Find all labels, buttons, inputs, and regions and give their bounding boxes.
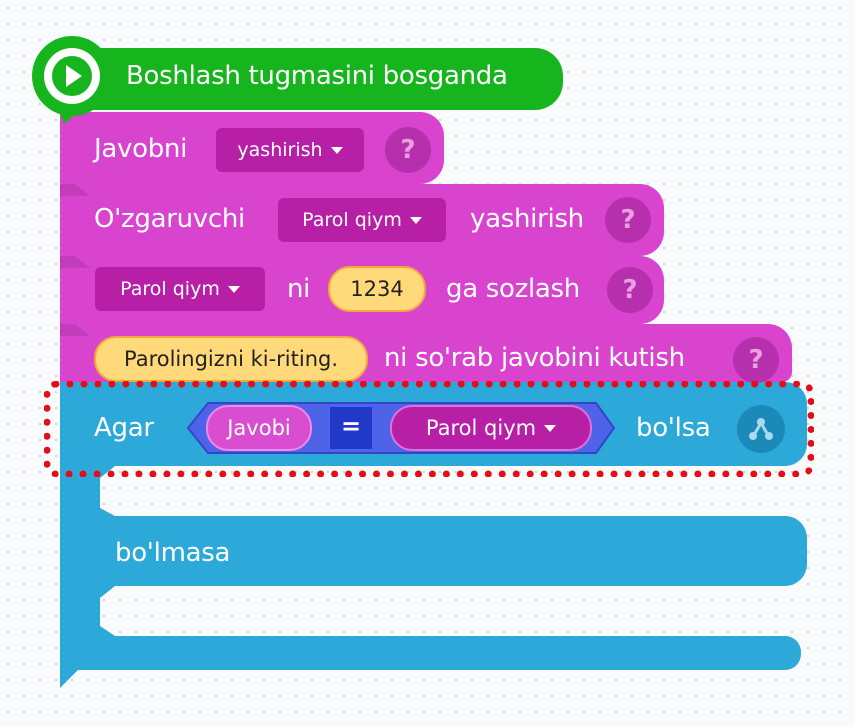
dropdown-value: Parol qiym bbox=[302, 209, 402, 231]
help-icon[interactable]: ? bbox=[607, 267, 653, 313]
branch-icon-glyph bbox=[749, 418, 773, 440]
chevron-down-icon bbox=[330, 146, 343, 154]
chevron-down-icon bbox=[409, 216, 422, 224]
prompt-input[interactable]: Parolingizni ki-riting. bbox=[94, 336, 368, 382]
hide-variable-suffix: yashirish bbox=[470, 204, 584, 234]
variable-dropdown[interactable]: Parol qiym bbox=[95, 267, 265, 311]
hide-answer-label: Javobni bbox=[94, 134, 188, 164]
chevron-down-icon bbox=[227, 285, 240, 293]
answer-visibility-dropdown[interactable]: yashirish bbox=[216, 128, 364, 172]
help-icon[interactable]: ? bbox=[733, 337, 779, 383]
set-variable-suffix: ga sozlash bbox=[446, 274, 580, 304]
else-label: bo'lmasa bbox=[115, 538, 231, 568]
notch bbox=[60, 324, 90, 336]
dropdown-value: Parol qiym bbox=[120, 278, 220, 300]
branch-icon[interactable] bbox=[737, 405, 785, 453]
reporter-value: Parol qiym bbox=[425, 416, 537, 440]
dropdown-value: yashirish bbox=[237, 139, 323, 161]
help-icon[interactable]: ? bbox=[605, 197, 651, 243]
variable-reporter[interactable]: Parol qiym bbox=[390, 405, 592, 451]
set-variable-mid: ni bbox=[287, 274, 311, 304]
variable-dropdown[interactable]: Parol qiym bbox=[278, 198, 446, 242]
if-block-highlight bbox=[44, 381, 814, 477]
play-icon-glyph bbox=[52, 56, 92, 96]
notch bbox=[60, 256, 90, 268]
ask-wait-suffix: ni so'rab javobini kutish bbox=[384, 343, 685, 373]
hide-variable-prefix: O'zgaruvchi bbox=[94, 204, 245, 234]
start-block bbox=[48, 48, 563, 124]
notch bbox=[60, 184, 90, 196]
play-icon[interactable] bbox=[44, 48, 100, 104]
answer-reporter[interactable]: Javobi bbox=[206, 405, 312, 451]
if-label: Agar bbox=[94, 413, 154, 443]
chevron-down-icon bbox=[544, 424, 557, 432]
help-icon[interactable]: ? bbox=[385, 127, 431, 173]
then-label: bo'lsa bbox=[636, 413, 711, 443]
looks-stack bbox=[60, 112, 792, 382]
equals-operator: = bbox=[340, 412, 362, 440]
if-else-block bbox=[60, 382, 807, 688]
value-input[interactable]: 1234 bbox=[328, 266, 426, 312]
start-block-label: Boshlash tugmasini bosganda bbox=[126, 61, 508, 91]
